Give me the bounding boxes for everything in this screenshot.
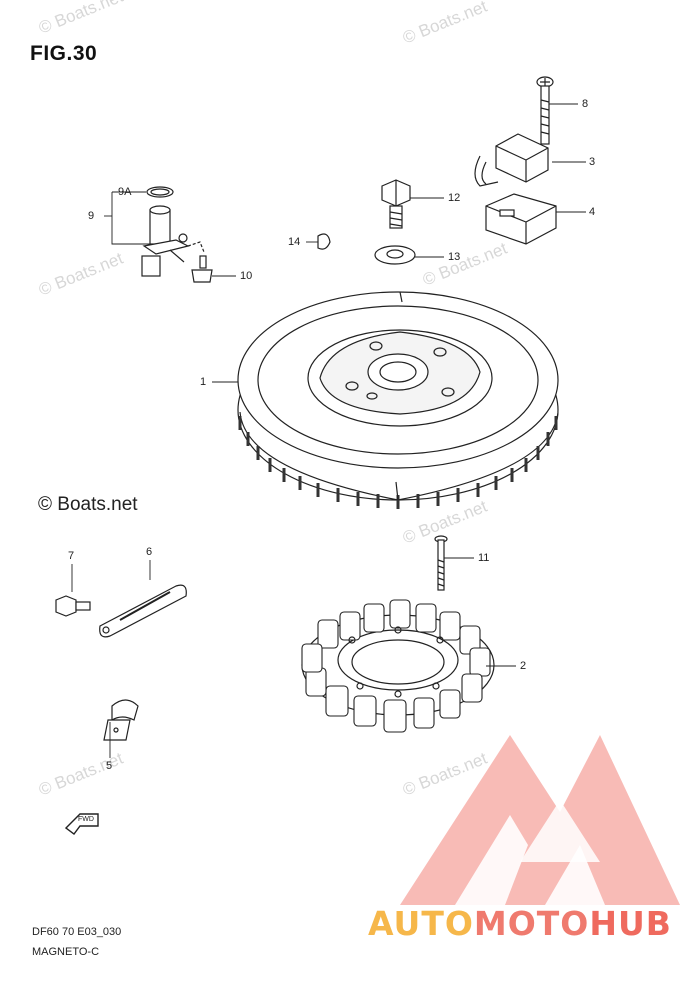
figure-title: FIG.30	[30, 42, 98, 65]
brand-part-auto: AUTO	[368, 904, 474, 943]
callout-6: 6	[146, 546, 153, 558]
screw-part-8	[536, 76, 554, 145]
flywheel-part	[237, 291, 559, 509]
callout-14: 14	[288, 236, 301, 248]
callout-9: 9	[88, 210, 95, 222]
callout-8: 8	[582, 98, 589, 110]
key-part-14	[317, 233, 331, 250]
strap-part-6	[99, 584, 187, 638]
callout-11: 11	[478, 552, 490, 564]
callout-4: 4	[589, 206, 596, 218]
bolt-part-10	[191, 255, 213, 283]
callout-10: 10	[240, 270, 253, 282]
callout-2: 2	[520, 660, 527, 672]
fwd-label: FWD	[78, 816, 94, 823]
figure-name: MAGNETO-C	[32, 946, 100, 958]
brand-part-hub: HUB	[589, 904, 672, 943]
callout-7: 7	[68, 550, 75, 562]
stator-part	[301, 599, 495, 733]
callout-3: 3	[589, 156, 596, 168]
callout-12: 12	[448, 192, 461, 204]
pickup-sensor-part-9	[141, 186, 205, 277]
bolt-part-12	[381, 179, 411, 229]
bolt-part-7	[55, 595, 91, 617]
callout-5: 5	[106, 760, 113, 772]
figure-code: DF60 70 E03_030	[32, 926, 122, 938]
fwd-arrow-icon	[64, 813, 99, 835]
rectifier-part-3	[474, 133, 549, 187]
callout-1: 1	[200, 376, 207, 388]
callout-9a: 9A	[118, 186, 132, 198]
brand-wordmark: AUTOMOTOHUB	[368, 904, 672, 943]
bolt-part-11	[434, 535, 448, 591]
copyright-text: © Boats.net	[38, 494, 138, 515]
callout-13: 13	[448, 251, 461, 263]
block-part-4	[485, 193, 557, 245]
washer-part-13	[374, 245, 416, 265]
clamp-part-5	[103, 699, 139, 741]
brand-part-moto: MOTO	[473, 904, 590, 943]
